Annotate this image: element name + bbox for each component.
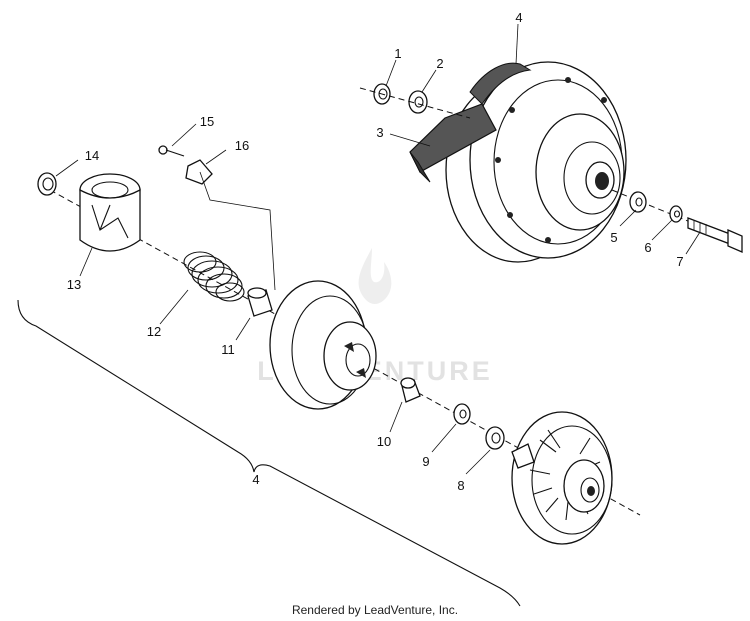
helix-cam-13 xyxy=(79,173,141,252)
callout-3: 3 xyxy=(376,125,383,140)
callout-5: 5 xyxy=(610,230,617,245)
washer-8 xyxy=(485,426,505,450)
callout-1: 1 xyxy=(394,46,401,61)
watermark-flame-icon xyxy=(358,248,392,304)
callout-14: 14 xyxy=(85,148,99,163)
washer-9 xyxy=(453,403,471,425)
movable-sheave xyxy=(269,280,377,410)
callout-16: 16 xyxy=(235,138,249,153)
drive-belt xyxy=(409,62,532,183)
callouts: 1 2 3 4 5 6 7 8 9 10 11 12 13 14 15 16 4 xyxy=(67,10,684,493)
bushing-11 xyxy=(247,287,273,317)
credit-text: Rendered by LeadVenture, Inc. xyxy=(292,603,458,617)
callout-9: 9 xyxy=(422,454,429,469)
washer-5 xyxy=(629,191,647,213)
assembly-bracket xyxy=(17,299,521,607)
callout-7: 7 xyxy=(676,254,683,269)
washer-2 xyxy=(408,90,428,114)
callout-15: 15 xyxy=(200,114,214,129)
lock-washer-6 xyxy=(669,205,683,223)
callout-13: 13 xyxy=(67,277,81,292)
callout-10: 10 xyxy=(377,434,391,449)
callout-12: 12 xyxy=(147,324,161,339)
bolt-7 xyxy=(687,217,743,253)
bushing-10 xyxy=(400,377,421,403)
callout-4-secondary: 4 xyxy=(252,472,259,487)
callout-6: 6 xyxy=(644,240,651,255)
callout-8: 8 xyxy=(457,478,464,493)
callout-4-primary: 4 xyxy=(515,10,522,25)
callout-11: 11 xyxy=(221,342,235,357)
leader-lines xyxy=(55,23,701,475)
screw-15 xyxy=(158,145,185,157)
callout-2: 2 xyxy=(436,56,443,71)
fixed-sheave xyxy=(511,411,613,545)
retaining-ring-14 xyxy=(37,172,57,196)
roller-button-16 xyxy=(185,159,213,185)
spring-12 xyxy=(183,251,245,302)
